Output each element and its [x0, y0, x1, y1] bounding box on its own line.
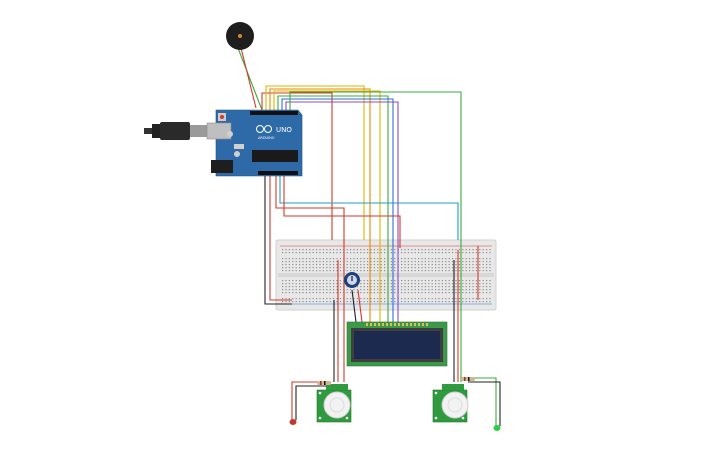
wire-orange-top: [269, 88, 371, 322]
wire-red-left: [269, 176, 292, 301]
wire-yellow2-top: [273, 90, 381, 322]
green-led[interactable]: [493, 425, 501, 431]
wire-black-led-right: [468, 381, 501, 426]
usb-cable: [144, 122, 208, 140]
wire-green-right: [289, 91, 462, 382]
pir-sensor-right[interactable]: [432, 384, 469, 423]
wire-red-led-left: [291, 381, 326, 420]
board-model-label: UNO: [276, 126, 292, 134]
buzzer-wire-red: [240, 47, 257, 109]
wire-red-top: [261, 92, 333, 240]
wires: [237, 47, 501, 426]
wire-blue-top: [281, 98, 394, 322]
wire-red-bottom2: [283, 176, 401, 248]
wire-green-led-right: [464, 377, 497, 426]
wire-black-left: [264, 176, 292, 305]
resistor-right[interactable]: [461, 377, 475, 381]
red-led[interactable]: [289, 419, 297, 425]
arduino-logo-icon: [256, 125, 272, 133]
wire-red-pot: [357, 289, 363, 323]
arduino-uno[interactable]: UNO ARDUINO: [206, 109, 303, 177]
potentiometer[interactable]: [344, 272, 360, 288]
wire-purple-top: [285, 101, 399, 322]
piezo-buzzer[interactable]: [226, 22, 254, 50]
pir-sensor-left[interactable]: [316, 384, 352, 423]
wire-green-top: [277, 95, 389, 322]
wire-black-pot: [351, 289, 357, 323]
wire-cyan-bottom: [279, 176, 459, 240]
breadboard[interactable]: [275, 239, 497, 311]
resistor-left[interactable]: [317, 381, 331, 385]
wire-red-bottom: [275, 176, 345, 382]
lcd-16x2[interactable]: [346, 321, 448, 367]
wire-black-led-left: [295, 385, 330, 420]
wire-yellow-top: [265, 85, 365, 240]
board-brand-label: ARDUINO: [258, 136, 275, 140]
